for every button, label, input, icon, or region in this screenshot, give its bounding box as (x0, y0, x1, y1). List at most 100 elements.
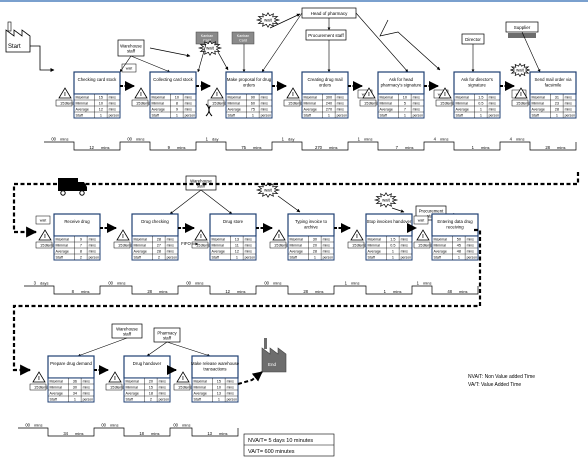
metric-value: 9 (80, 238, 82, 242)
metric-value: 20 (149, 380, 153, 384)
inventory-count: 153 (274, 243, 281, 248)
timeline-nva-value: 00 (108, 281, 113, 286)
metric-unit: person (467, 256, 477, 260)
inventory-count: 153 (178, 385, 185, 390)
process-name-line: orders (319, 82, 331, 87)
process-name-line: Prepare drug demand (50, 361, 92, 366)
metric-unit: mins (467, 244, 474, 248)
wait-box (413, 215, 429, 225)
timeline-nva-unit: mins (60, 137, 68, 142)
metric-label: Maximal (152, 96, 166, 100)
metric-label: Staff (50, 398, 57, 402)
process-box (131, 213, 179, 237)
wait-box (35, 215, 51, 225)
timeline-va-unit: mins (101, 145, 109, 150)
metric-value: 240 (326, 102, 332, 106)
metric-unit: person (227, 398, 237, 402)
inventory-box (105, 383, 123, 391)
metric-unit: person (261, 114, 271, 118)
metric-unit: mins (323, 238, 330, 242)
metric-value: 1 (100, 114, 102, 118)
timeline-nva-value: 1 (282, 137, 285, 142)
metric-unit: mins (245, 250, 252, 254)
wait-burst-icon (255, 182, 281, 198)
metric-label: Staff (290, 256, 297, 260)
timeline-nva-value: 00 (101, 423, 106, 428)
metric-label: Average (290, 250, 303, 254)
metric-unit: mins (89, 238, 96, 242)
wait-burst-icon (373, 192, 399, 208)
inventory-triangle-icon (416, 229, 430, 241)
metric-unit: mins (109, 108, 116, 112)
timeline-va-unit: mins (75, 431, 83, 436)
process-box (123, 355, 171, 379)
process-name-line: Collecting card stock (153, 77, 193, 82)
metric-unit: mins (109, 96, 116, 100)
process-name-line: Ask for director's (461, 77, 493, 82)
inventory-mark: I (122, 234, 124, 240)
metric-unit: mins (337, 102, 344, 106)
metric-label: Staff (368, 256, 375, 260)
metric-unit: mins (489, 108, 496, 112)
metric-label: Average (194, 392, 207, 396)
process-name-line: facsimile (545, 82, 562, 87)
metric-unit: mins (109, 102, 116, 106)
metric-unit: mins (167, 250, 174, 254)
timeline-nva-value: 00 (51, 137, 56, 142)
metric-label: Maximal (194, 380, 208, 384)
wait-box-label: wait (418, 219, 424, 223)
process-name: Collecting card stock (153, 77, 193, 82)
metric-unit: mins (401, 250, 408, 254)
info-arrow (146, 341, 168, 357)
inventory-triangle-icon (286, 87, 300, 99)
info-arrow (119, 55, 132, 73)
metric-unit: mins (413, 108, 420, 112)
metric-value: 10 (99, 102, 103, 106)
inventory-box (55, 99, 73, 107)
timeline-va-value: 28 (303, 289, 308, 294)
inventory-triangle-icon (176, 371, 190, 383)
timeline-va-value: 18 (139, 431, 144, 436)
metric-unit: person (323, 256, 333, 260)
metric-unit: person (83, 398, 93, 402)
timeline-va-value: 12 (225, 289, 230, 294)
inventory-triangle-icon (58, 87, 72, 99)
timeline-nva-unit: mins (440, 137, 448, 142)
timeline-va-value: 8 (72, 289, 75, 294)
metric-value: 31 (555, 96, 559, 100)
metric-label: Average (212, 250, 225, 254)
metric-label: Minimal (134, 244, 147, 248)
inventory-triangle-icon (38, 229, 52, 241)
inventory-count: 153 (418, 243, 425, 248)
metric-unit: person (413, 114, 423, 118)
metric-label: Staff (134, 256, 141, 260)
timeline-nva-value: 1 (358, 137, 361, 142)
inventory-mark: I (140, 92, 142, 98)
staff-director: Director (461, 33, 485, 45)
metric-label: Average (126, 392, 139, 396)
timeline-nva-unit: mins (34, 423, 42, 428)
wait-label: wait (382, 198, 390, 203)
metric-value: 28 (157, 238, 161, 242)
metric-unit: mins (83, 386, 90, 390)
